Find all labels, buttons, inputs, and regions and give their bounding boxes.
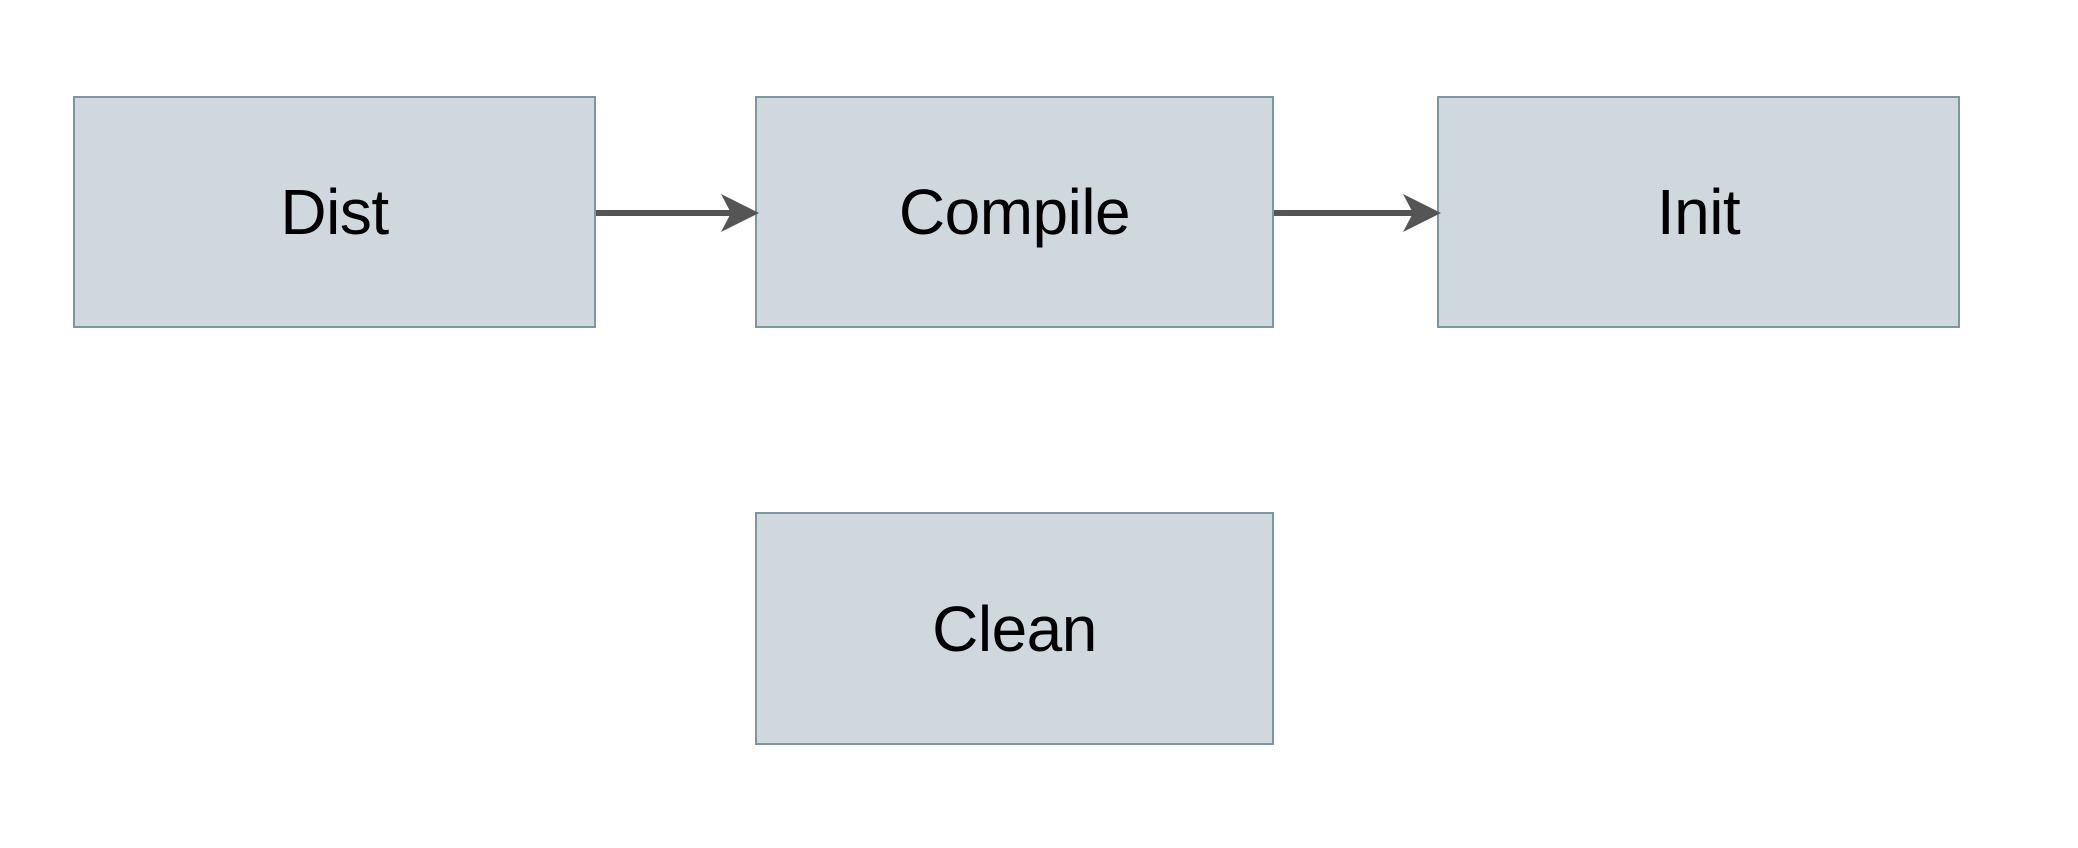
node-compile[interactable]: Compile	[755, 96, 1274, 328]
arrowhead-icon	[721, 194, 759, 232]
node-clean-label: Clean	[932, 592, 1097, 665]
edge-compile-to-init	[1274, 194, 1441, 232]
node-dist-label: Dist	[280, 176, 389, 248]
arrowhead-icon	[1403, 194, 1441, 232]
node-init-label: Init	[1656, 176, 1741, 248]
node-init[interactable]: Init	[1437, 96, 1960, 328]
node-compile-label: Compile	[898, 176, 1131, 248]
edge-dist-to-compile	[596, 194, 759, 232]
node-dist[interactable]: Dist	[73, 96, 596, 328]
node-clean[interactable]: Clean	[755, 512, 1274, 745]
